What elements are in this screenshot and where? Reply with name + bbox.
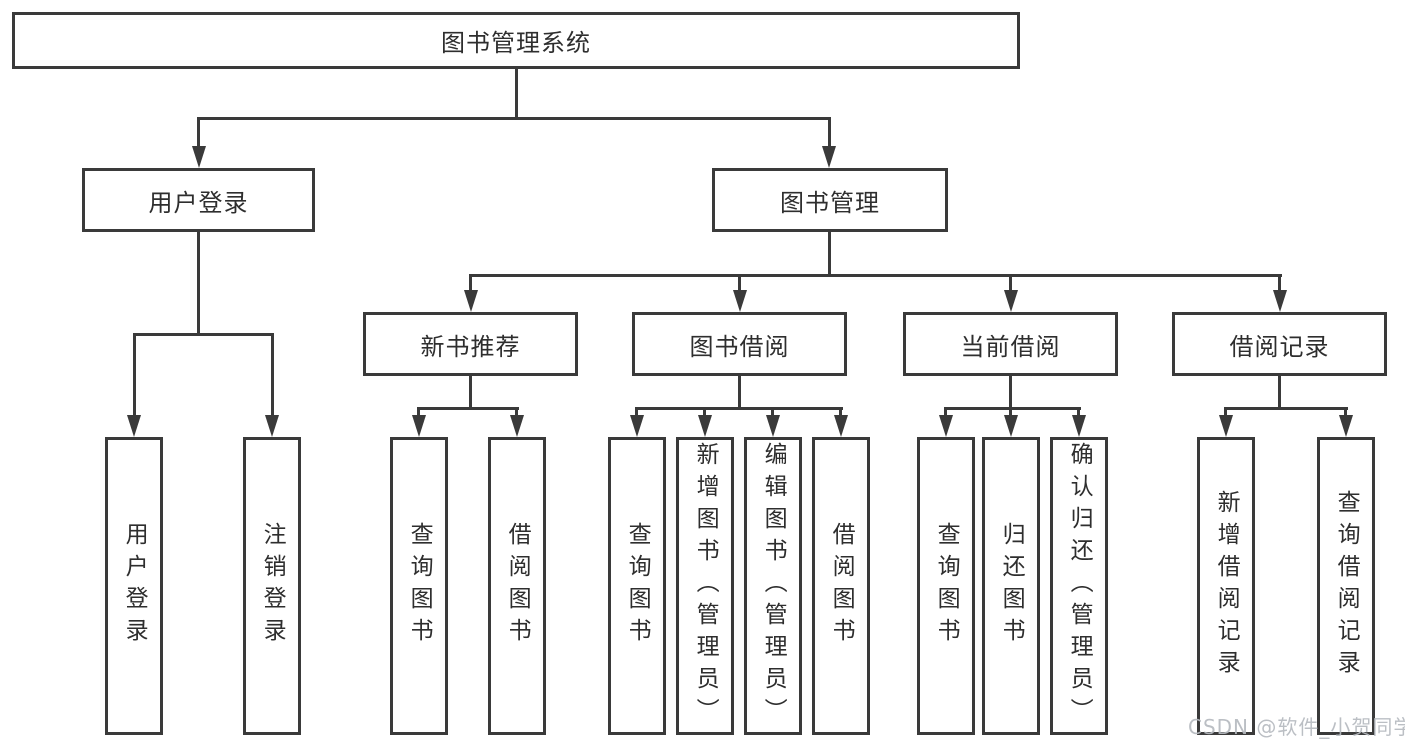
connector-drop-current-borrow [1009, 274, 1012, 292]
arrowhead-leaf [834, 415, 848, 437]
connector-drop [1344, 407, 1347, 419]
arrowhead-leaf [412, 415, 426, 437]
connector-current-borrow-bar [945, 407, 1081, 410]
leaf-borrow-books-borrow: 借阅图书 [812, 437, 870, 735]
connector-drop [944, 407, 947, 419]
arrowhead-book-borrow [733, 290, 747, 312]
connector-root-stem [515, 69, 518, 119]
arrowhead-new-book [464, 290, 478, 312]
node-book-management: 图书管理 [712, 168, 948, 232]
arrowhead-leaf-user-login [127, 415, 141, 437]
node-label: 图书管理 [780, 188, 880, 217]
connector-drop-new-book [469, 274, 472, 292]
csdn-watermark: CSDN @软件_小贺同学 [1188, 715, 1405, 739]
arrowhead-borrow-records [1273, 290, 1287, 312]
connector-root-bar [197, 117, 831, 120]
arrowhead-leaf [630, 415, 644, 437]
connector-drop [1224, 407, 1227, 419]
leaf-edit-book-admin: 编辑图书（管理员） [744, 437, 802, 735]
connector-new-book-stem [469, 376, 472, 409]
connector-drop [771, 407, 774, 419]
node-label: 当前借阅 [960, 332, 1061, 361]
leaf-label: 确认归还（管理员） [1066, 442, 1093, 730]
arrowhead-book-management [822, 146, 836, 168]
arrowhead-current-borrow [1004, 290, 1018, 312]
leaf-label: 查询图书 [624, 522, 651, 650]
node-current-borrow: 当前借阅 [903, 312, 1118, 376]
node-label: 借阅记录 [1229, 332, 1330, 361]
arrowhead-leaf [1004, 415, 1018, 437]
node-label: 图书管理系统 [441, 29, 591, 57]
connector-drop-leaf-user-login [133, 333, 136, 417]
connector-drop [703, 407, 706, 419]
connector-current-borrow-stem [1009, 376, 1012, 409]
connector-book-borrow-bar [636, 407, 843, 410]
connector-borrow-records-stem [1278, 376, 1281, 409]
leaf-query-books-current: 查询图书 [917, 437, 975, 735]
node-user-login: 用户登录 [82, 168, 315, 232]
connector-borrow-records-bar [1225, 407, 1348, 410]
arrowhead-leaf-logout [265, 415, 279, 437]
leaf-query-books-recommend: 查询图书 [390, 437, 448, 735]
leaf-label: 归还图书 [998, 522, 1025, 650]
node-library-management-system: 图书管理系统 [12, 12, 1020, 69]
leaf-label: 借阅图书 [828, 522, 855, 650]
leaf-logout: 注销登录 [243, 437, 301, 735]
node-book-borrow: 图书借阅 [632, 312, 847, 376]
arrowhead-leaf [1219, 415, 1233, 437]
leaf-label: 注销登录 [259, 522, 286, 650]
leaf-label: 新增借阅记录 [1213, 490, 1240, 682]
node-label: 新书推荐 [420, 332, 521, 361]
connector-drop-book-borrow [738, 274, 741, 292]
connector-drop-leaf-logout [271, 333, 274, 417]
leaf-label: 用户登录 [121, 522, 148, 650]
connector-drop [839, 407, 842, 419]
node-borrow-records: 借阅记录 [1172, 312, 1387, 376]
leaf-label: 新增图书（管理员） [692, 442, 719, 730]
connector-user-login-stem [197, 232, 200, 336]
leaf-add-borrow-record: 新增借阅记录 [1197, 437, 1255, 735]
connector-drop [417, 407, 420, 419]
connector-drop [1077, 407, 1080, 419]
connector-drop [635, 407, 638, 419]
leaf-add-book-admin: 新增图书（管理员） [676, 437, 734, 735]
leaf-label: 查询图书 [933, 522, 960, 650]
leaf-query-books-borrow: 查询图书 [608, 437, 666, 735]
connector-drop-user-login [197, 117, 200, 150]
arrowhead-leaf [939, 415, 953, 437]
connector-new-book-bar [418, 407, 519, 410]
arrowhead-leaf [1339, 415, 1353, 437]
connector-drop-book-management [828, 117, 831, 150]
leaf-label: 查询图书 [406, 522, 433, 650]
leaf-confirm-return-admin: 确认归还（管理员） [1050, 437, 1108, 735]
leaf-query-borrow-record: 查询借阅记录 [1317, 437, 1375, 735]
leaf-user-login: 用户登录 [105, 437, 163, 735]
arrowhead-leaf [1072, 415, 1086, 437]
leaf-label: 借阅图书 [504, 522, 531, 650]
node-new-book-recommend: 新书推荐 [363, 312, 578, 376]
leaf-borrow-books-recommend: 借阅图书 [488, 437, 546, 735]
arrowhead-user-login [192, 146, 206, 168]
connector-drop [1009, 407, 1012, 419]
leaf-label: 查询借阅记录 [1333, 490, 1360, 682]
connector-book-management-stem [828, 232, 831, 276]
leaf-label: 编辑图书（管理员） [760, 442, 787, 730]
arrowhead-leaf [766, 415, 780, 437]
arrowhead-leaf [510, 415, 524, 437]
connector-user-login-bar [133, 333, 274, 336]
connector-drop [515, 407, 518, 419]
leaf-return-book: 归还图书 [982, 437, 1040, 735]
node-label: 图书借阅 [689, 332, 790, 361]
connector-book-management-bar [469, 274, 1282, 277]
connector-book-borrow-stem [738, 376, 741, 409]
node-label: 用户登录 [148, 188, 249, 217]
connector-drop-borrow-records [1278, 274, 1281, 292]
arrowhead-leaf [698, 415, 712, 437]
